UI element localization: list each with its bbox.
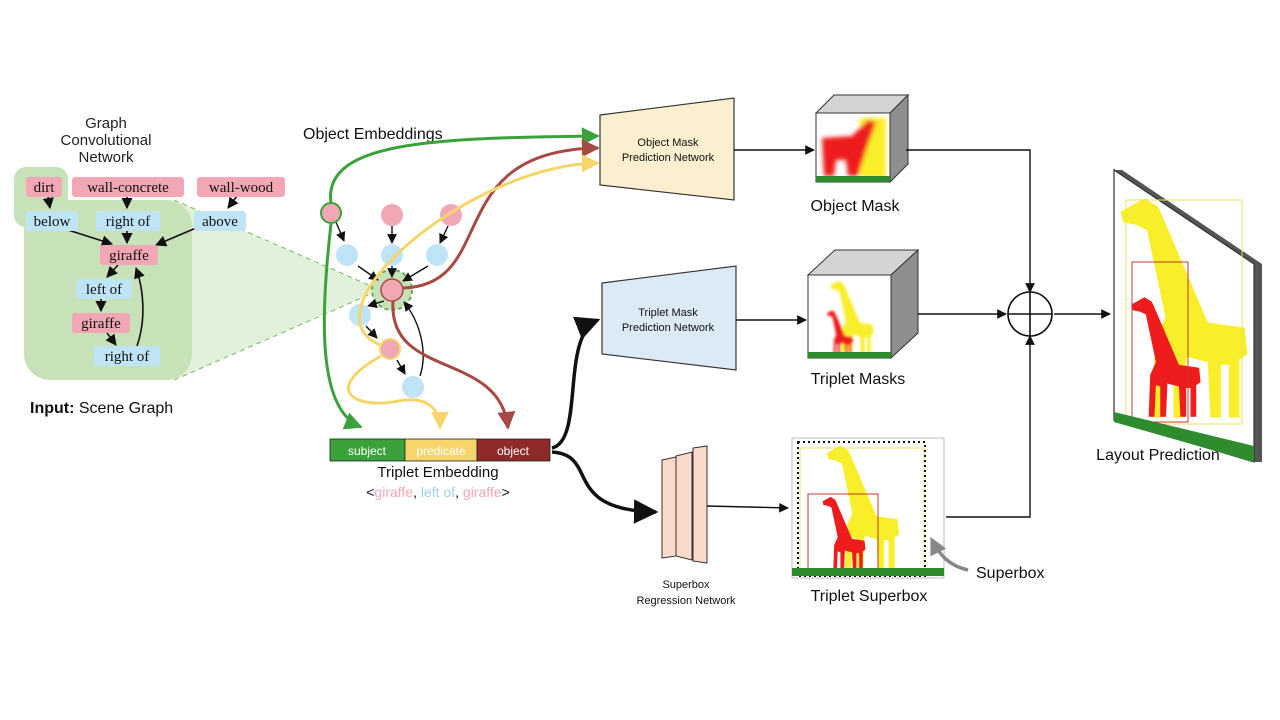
svg-text:Prediction Network: Prediction Network xyxy=(622,322,715,334)
node-giraffe-2: giraffe xyxy=(72,313,130,333)
embedding-node-blue-3 xyxy=(426,244,448,266)
triplet-superbox-label: Triplet Superbox xyxy=(811,588,928,605)
node-left-of: left of xyxy=(76,279,132,299)
embedding-graph: Object Embeddings xyxy=(303,126,462,398)
green-curve-to-subject xyxy=(322,223,363,430)
embedding-node-center xyxy=(380,278,404,302)
node-wall-wood: wall-wood xyxy=(197,177,285,197)
layout-prediction-panel xyxy=(1113,168,1262,463)
node-above: above xyxy=(194,211,246,231)
embedding-node-blue-5 xyxy=(402,376,424,398)
svg-text:above: above xyxy=(202,214,238,230)
svg-text:dirt: dirt xyxy=(34,180,56,196)
triplet-mask-network: Triplet Mask Prediction Network xyxy=(601,265,737,371)
node-right-of-1: right of xyxy=(96,211,160,231)
svg-text:Triplet Mask: Triplet Mask xyxy=(638,307,698,319)
object-mask-network: Object Mask Prediction Network xyxy=(599,97,735,201)
embedding-node-pink-2 xyxy=(381,204,403,226)
embedding-node-blue-1 xyxy=(336,244,358,266)
object-mask-label: Object Mask xyxy=(811,198,901,215)
node-right-of-2: right of xyxy=(94,346,160,366)
svg-text:giraffe: giraffe xyxy=(109,248,149,264)
embedding-node-blue-2 xyxy=(381,244,403,266)
triplet-embedding: subject predicate object Triplet Embeddi… xyxy=(329,438,551,500)
maroon-curve-to-object-net xyxy=(402,139,600,290)
svg-text:Object Mask: Object Mask xyxy=(637,137,699,149)
superbox-regression-network: Superbox Regression Network xyxy=(636,445,736,607)
segment-predicate-label: predicate xyxy=(416,444,466,458)
maroon-curve-to-object xyxy=(391,300,516,430)
node-giraffe-1: giraffe xyxy=(100,245,158,265)
segment-object xyxy=(476,438,551,462)
svg-text:Regression Network: Regression Network xyxy=(636,595,736,607)
node-wall-concrete: wall-concrete xyxy=(72,177,184,197)
svg-text:Prediction Network: Prediction Network xyxy=(622,152,715,164)
segment-subject-label: subject xyxy=(348,444,387,458)
svg-text:wall-concrete: wall-concrete xyxy=(87,180,169,196)
triplet-embedding-label: Triplet Embedding xyxy=(377,464,498,481)
layout-prediction-label: Layout Prediction xyxy=(1096,447,1220,464)
svg-text:right of: right of xyxy=(105,349,150,365)
triplet-example: <giraffe, left of, giraffe> xyxy=(366,484,510,500)
svg-text:Superbox: Superbox xyxy=(662,579,710,591)
yellow-curve-to-object-net xyxy=(357,154,600,347)
embedding-out-arrows xyxy=(551,316,659,524)
object-embeddings-label: Object Embeddings xyxy=(303,126,443,143)
oplus-symbol xyxy=(1007,291,1053,337)
svg-text:giraffe: giraffe xyxy=(81,316,121,332)
svg-text:left of: left of xyxy=(86,282,122,298)
flow-curves xyxy=(322,127,600,430)
input-caption: Input: Scene Graph xyxy=(30,400,173,417)
node-below: below xyxy=(26,211,78,231)
object-mask-cube xyxy=(814,93,910,184)
scene-graph-panel: Graph Convolutional Network dirt wall-co… xyxy=(14,115,381,417)
embedding-node-pink-4 xyxy=(379,338,401,360)
gcn-title-line-3: Network xyxy=(78,149,134,166)
segment-object-label: object xyxy=(497,444,530,458)
combine-connectors xyxy=(906,149,1111,518)
svg-text:below: below xyxy=(34,214,71,230)
embedding-node-pink-1 xyxy=(320,202,342,224)
triplet-masks-label: Triplet Masks xyxy=(811,371,906,388)
svg-text:right of: right of xyxy=(106,214,151,230)
triplet-masks-cube xyxy=(806,248,920,360)
gcn-title-line-1: Graph xyxy=(85,115,127,132)
superbox-pointer-arrow xyxy=(930,536,969,572)
yellow-curve-to-predicate xyxy=(347,354,449,430)
node-dirt: dirt xyxy=(26,177,62,197)
green-curve-to-object-net xyxy=(329,127,600,204)
superbox-dotted-border xyxy=(797,441,926,577)
zoom-cone xyxy=(174,200,380,380)
superbox-label: Superbox xyxy=(976,565,1045,582)
svg-text:wall-wood: wall-wood xyxy=(209,180,274,196)
gcn-title-line-2: Convolutional xyxy=(61,132,152,149)
triplet-superbox-image xyxy=(791,437,945,579)
